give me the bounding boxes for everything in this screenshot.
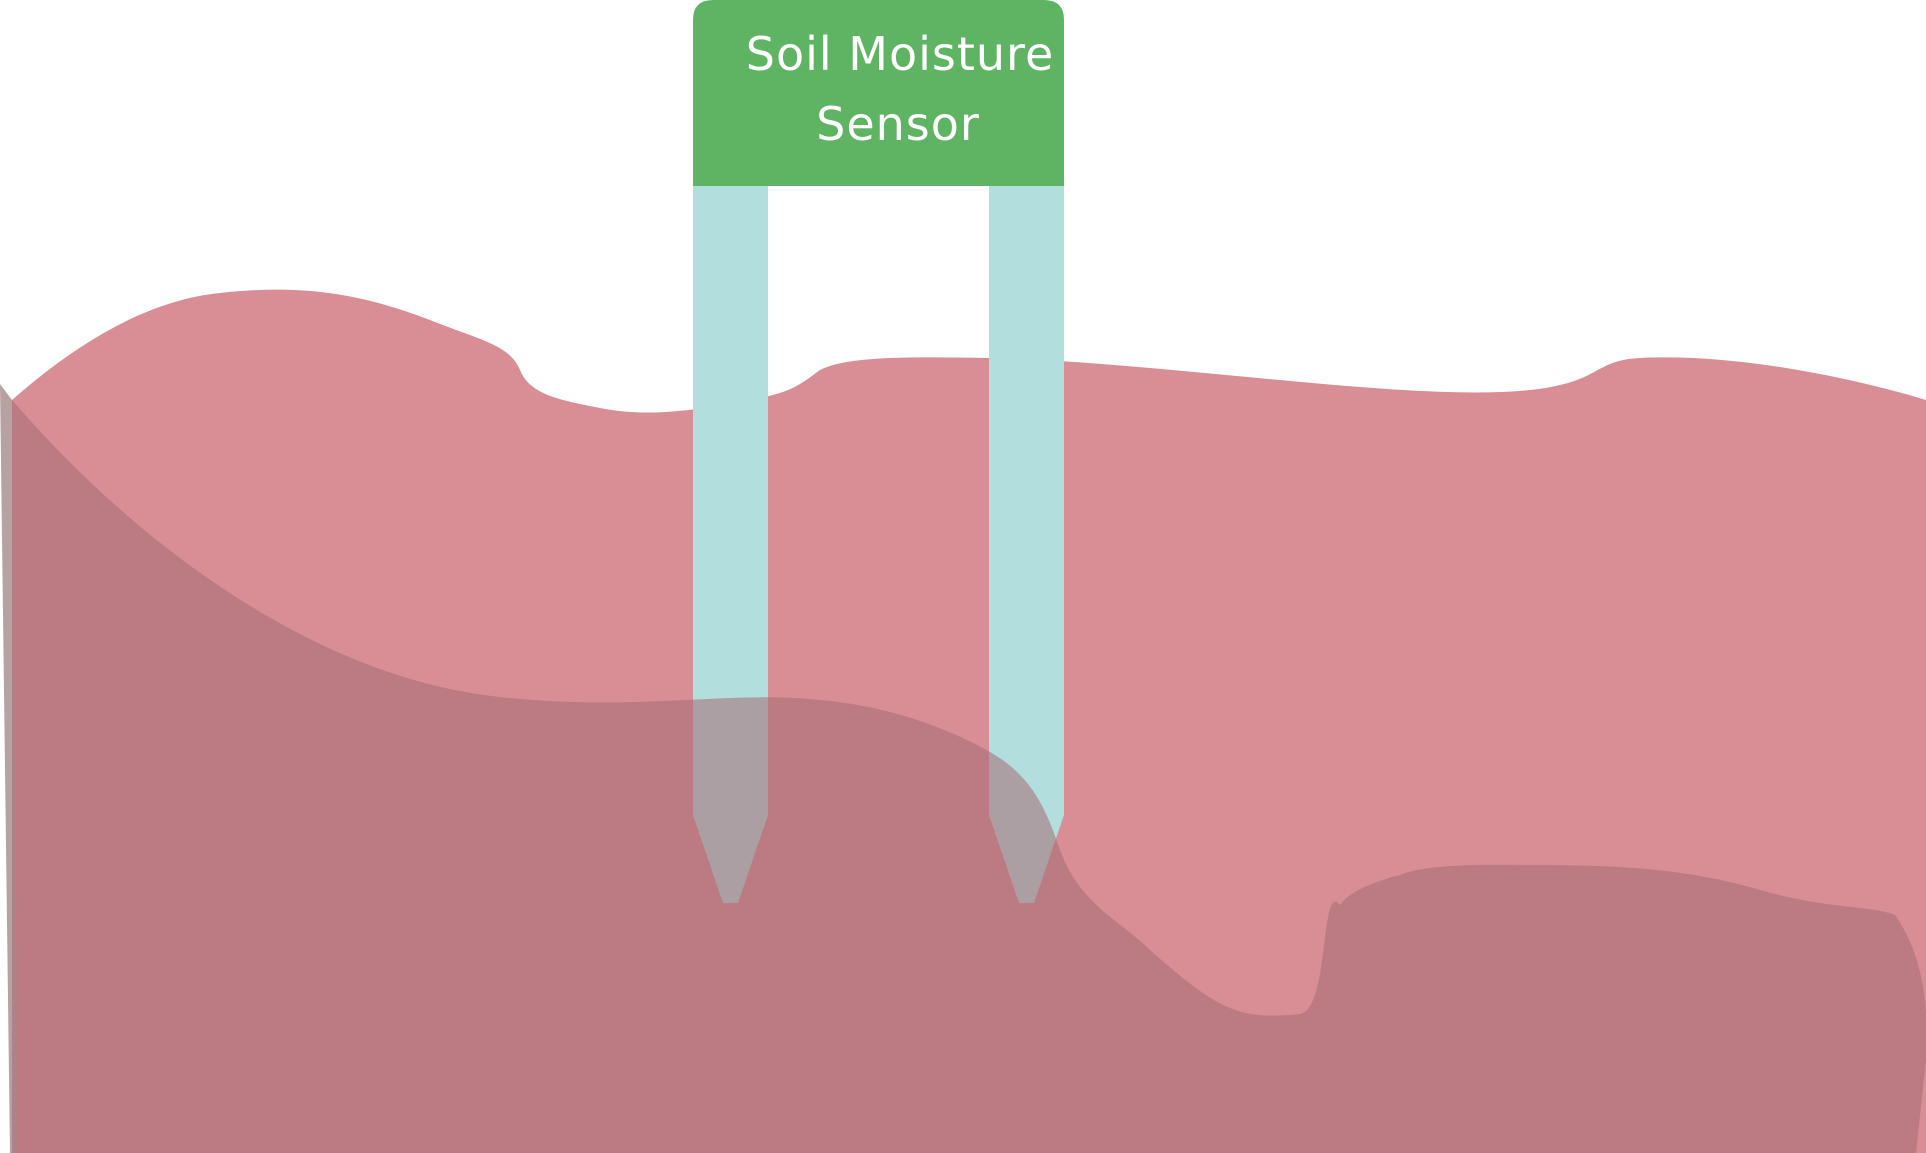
sensor-label-line2: Sensor <box>816 97 980 151</box>
sensor-body <box>693 0 1064 186</box>
probe-right-shaft <box>989 186 1064 903</box>
probe-right <box>989 186 1064 903</box>
sensor-label-line1: Soil Moisture <box>746 27 1055 81</box>
soil-layer-deep <box>12 400 1926 1153</box>
